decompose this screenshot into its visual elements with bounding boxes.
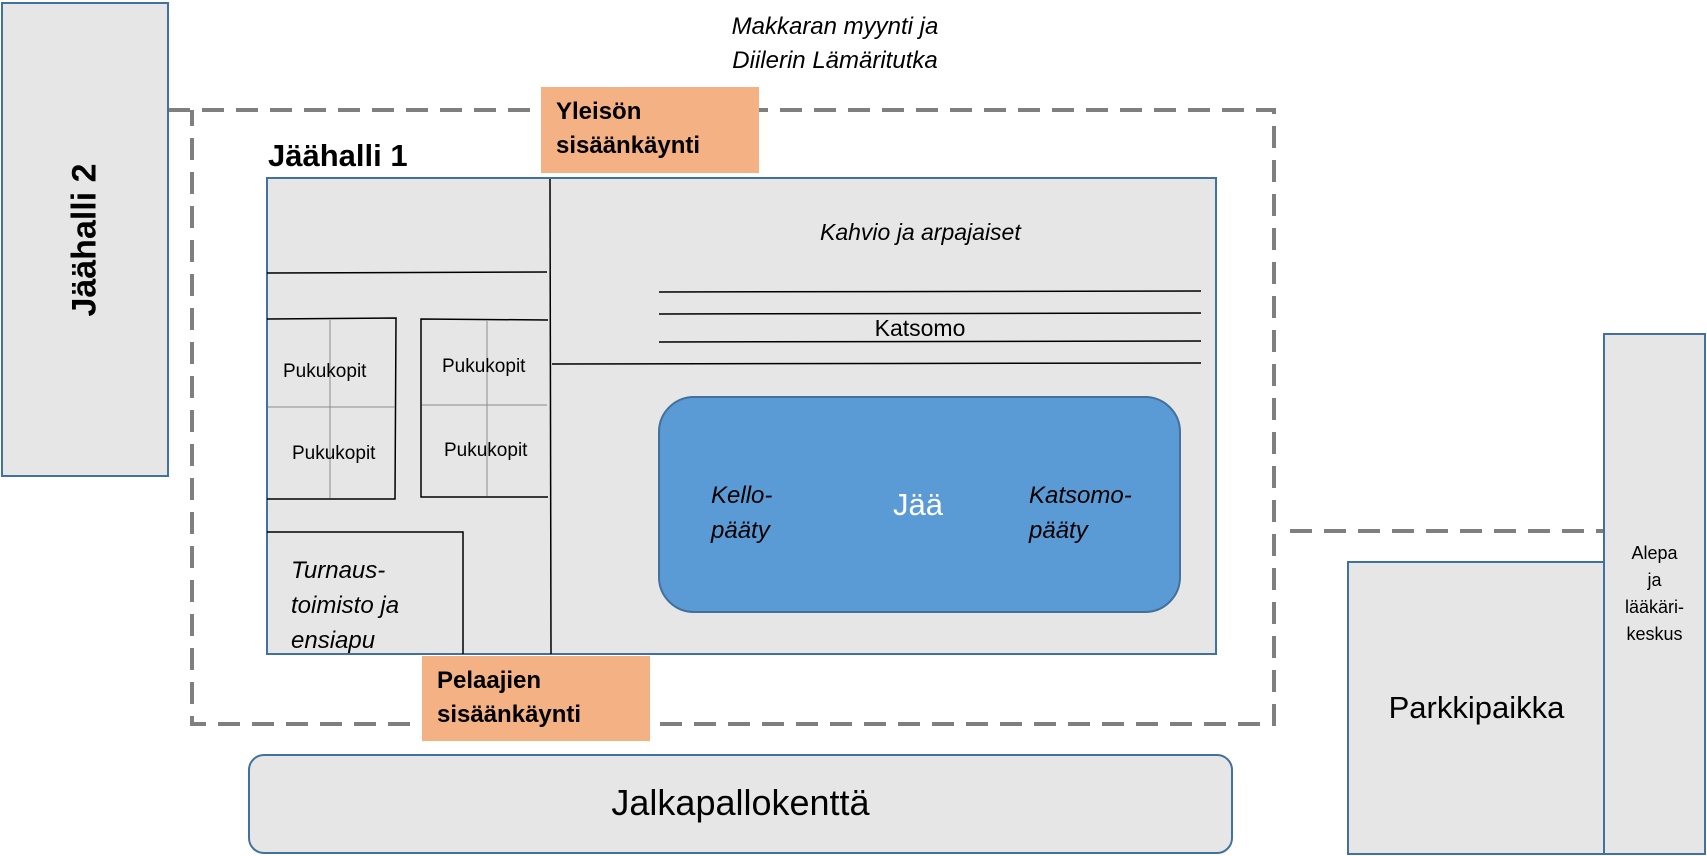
locker-group-1-outline bbox=[266, 317, 397, 500]
player-entrance-line-2: sisäänkäynti bbox=[437, 701, 582, 728]
office-outline bbox=[267, 531, 464, 654]
public-entrance-label: Yleisön sisäänkäynti bbox=[556, 95, 700, 163]
sausage-sales-line-1: Makkaran myynti ja bbox=[731, 13, 939, 40]
stand-row-2 bbox=[658, 312, 1202, 315]
stands-end-label: Katsomo- pääty bbox=[1029, 478, 1132, 548]
tournament-office-label: Turnaus- toimisto ja ensiapu bbox=[291, 553, 399, 658]
event-area-boundary bbox=[168, 108, 1276, 726]
parking-lot bbox=[1347, 561, 1606, 855]
public-entrance: Yleisön sisäänkäynti bbox=[541, 87, 759, 173]
parking-lot-label: Parkkipaikka bbox=[1388, 690, 1565, 725]
tournament-office-line-1: Turnaus- bbox=[291, 557, 386, 584]
public-entrance-line-1: Yleisön bbox=[556, 98, 642, 125]
locker-room-label-2: Pukukopit bbox=[292, 443, 376, 464]
wall-right-horizontal bbox=[551, 362, 1202, 365]
clock-end-label: Kello- pääty bbox=[711, 478, 772, 548]
clock-end-line-2: pääty bbox=[711, 517, 770, 544]
locker-group-2-outline bbox=[420, 318, 549, 498]
wall-vertical-divider bbox=[549, 178, 552, 655]
wall-left-horizontal bbox=[266, 271, 548, 274]
locker-room-label-3: Pukukopit bbox=[442, 356, 526, 377]
ice-label: Jää bbox=[893, 487, 943, 522]
alepa-medical-center bbox=[1603, 333, 1706, 855]
jaahalli-2-building bbox=[1, 2, 169, 477]
alepa-line-2: ja bbox=[1647, 570, 1662, 590]
alepa-medical-center-label: Alepa ja lääkäri- keskus bbox=[1603, 540, 1706, 648]
player-entrance: Pelaajien sisäänkäynti bbox=[422, 656, 650, 741]
jaahalli-1-label: Jäähalli 1 bbox=[268, 138, 408, 173]
stand-row-3 bbox=[658, 340, 1202, 343]
alepa-line-4: keskus bbox=[1626, 624, 1683, 644]
tournament-office-line-2: toimisto ja bbox=[291, 592, 400, 619]
locker-room-label-1: Pukukopit bbox=[283, 361, 367, 382]
football-field-label: Jalkapallokenttä bbox=[611, 782, 870, 823]
public-entrance-line-2: sisäänkäynti bbox=[556, 132, 701, 159]
stands-label: Katsomo bbox=[874, 315, 966, 341]
ice-rink bbox=[658, 396, 1181, 613]
locker-room-label-4: Pukukopit bbox=[444, 440, 528, 461]
sausage-sales-line-2: Diilerin Lämäritutka bbox=[732, 47, 938, 74]
tournament-office-line-3: ensiapu bbox=[291, 627, 376, 654]
cafe-label: Kahvio ja arpajaiset bbox=[820, 219, 1021, 245]
clock-end-line-1: Kello- bbox=[711, 482, 773, 509]
alepa-line-3: lääkäri- bbox=[1624, 597, 1685, 617]
stands-end-line-1: Katsomo- bbox=[1029, 482, 1132, 509]
stands-end-line-2: pääty bbox=[1029, 517, 1088, 544]
player-entrance-line-1: Pelaajien bbox=[437, 667, 542, 694]
football-field bbox=[248, 754, 1233, 854]
sausage-sales-annotation: Makkaran myynti ja Diilerin Lämäritutka bbox=[690, 10, 980, 78]
stand-row-1 bbox=[658, 290, 1202, 293]
player-entrance-label: Pelaajien sisäänkäynti bbox=[437, 664, 581, 732]
alepa-line-1: Alepa bbox=[1631, 543, 1678, 563]
